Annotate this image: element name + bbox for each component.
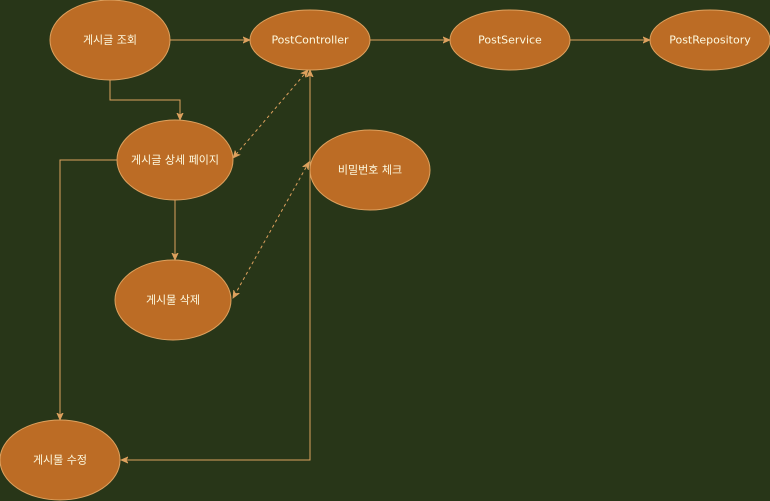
edge-detail-to-edit bbox=[60, 159, 130, 420]
node-post-delete-label: 게시물 삭제 bbox=[146, 294, 200, 307]
node-post-detail-shape bbox=[116, 119, 234, 201]
node-post-repository-label: PostRepository bbox=[669, 34, 751, 47]
node-password-check-shape bbox=[309, 129, 431, 211]
node-password-check[interactable]: 비밀번호 체크 bbox=[309, 129, 431, 211]
node-post-service-shape bbox=[449, 9, 571, 71]
edge-password-delete bbox=[233, 162, 309, 298]
node-post-delete[interactable]: 게시물 삭제 bbox=[114, 259, 232, 341]
node-post-detail[interactable]: 게시글 상세 페이지 bbox=[116, 119, 234, 201]
node-post-list-label: 게시글 조회 bbox=[83, 34, 137, 47]
node-post-edit-label: 게시물 수정 bbox=[33, 454, 87, 467]
node-post-controller-label: PostController bbox=[271, 34, 349, 47]
node-post-repository-shape bbox=[649, 9, 770, 71]
node-post-controller[interactable]: PostController bbox=[249, 9, 371, 71]
node-post-edit[interactable]: 게시물 수정 bbox=[0, 419, 121, 501]
edge-list-to-detail bbox=[109, 80, 180, 120]
node-post-controller-shape bbox=[249, 9, 371, 71]
node-post-detail-label: 게시글 상세 페이지 bbox=[131, 154, 219, 167]
node-post-repository[interactable]: PostRepository bbox=[649, 9, 770, 71]
node-post-edit-shape bbox=[0, 419, 121, 501]
node-post-service[interactable]: PostService bbox=[449, 9, 571, 71]
node-post-service-label: PostService bbox=[478, 34, 542, 47]
node-post-list-shape bbox=[49, 0, 171, 81]
edge-controller-to-edit bbox=[121, 70, 310, 460]
edge-controller-detail bbox=[233, 70, 308, 158]
node-password-check-label: 비밀번호 체크 bbox=[338, 164, 402, 177]
node-post-delete-shape bbox=[114, 259, 232, 341]
node-post-list[interactable]: 게시글 조회 bbox=[49, 0, 171, 81]
edges bbox=[60, 40, 650, 460]
